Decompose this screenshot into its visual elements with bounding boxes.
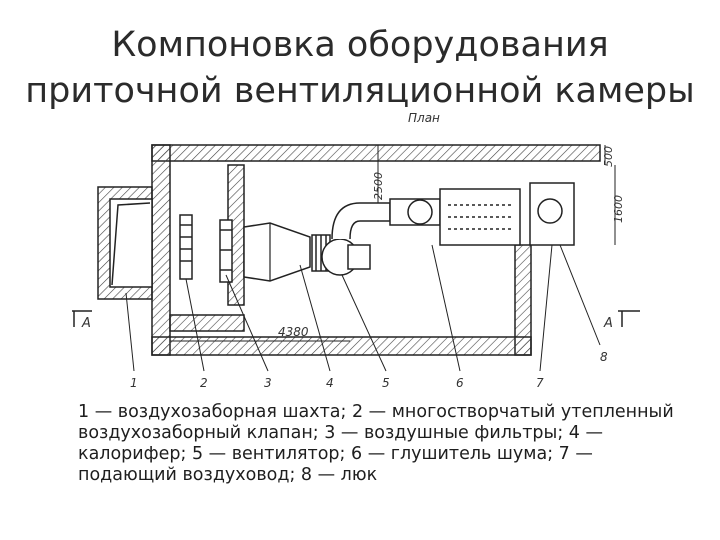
- ventilation-chamber-plan: План: [72, 111, 640, 390]
- callout-3: 3: [264, 376, 272, 390]
- fan: [321, 202, 391, 276]
- dimension-1600: 1600: [612, 195, 625, 223]
- air-filters: [219, 219, 233, 283]
- intake-valve: [179, 214, 193, 280]
- dimension-2500: 2500: [372, 172, 385, 200]
- callout-1: 1: [130, 376, 138, 390]
- supply-duct-run: [389, 198, 441, 226]
- noise-silencer: [439, 188, 521, 246]
- callout-8: 8: [600, 350, 608, 364]
- callout-4: 4: [326, 376, 334, 390]
- section-label-left: A: [81, 316, 91, 331]
- callout-leaders: [125, 244, 601, 372]
- section-marks: [72, 310, 640, 327]
- callout-6: 6: [456, 376, 464, 390]
- callout-2: 2: [200, 376, 208, 390]
- legend-caption: 1 — воздухозаборная шахта; 2 — многоство…: [78, 402, 674, 485]
- transition-cone: [243, 222, 311, 282]
- air-intake-shaft: [97, 186, 153, 300]
- dimension-lines: [170, 145, 616, 342]
- section-label-right: A: [603, 316, 613, 331]
- callout-7: 7: [536, 376, 544, 390]
- callout-5: 5: [382, 376, 390, 390]
- dimension-4380: 4380: [278, 325, 309, 339]
- slide-title: Компоновка оборудования приточной вентил…: [0, 22, 720, 114]
- title-line-2: приточной вентиляционной камеры: [25, 71, 695, 111]
- title-line-1: Компоновка оборудования: [111, 25, 609, 65]
- supply-air-duct: [529, 182, 575, 246]
- dimension-500: 500: [602, 146, 615, 167]
- plan-label: План: [408, 111, 440, 125]
